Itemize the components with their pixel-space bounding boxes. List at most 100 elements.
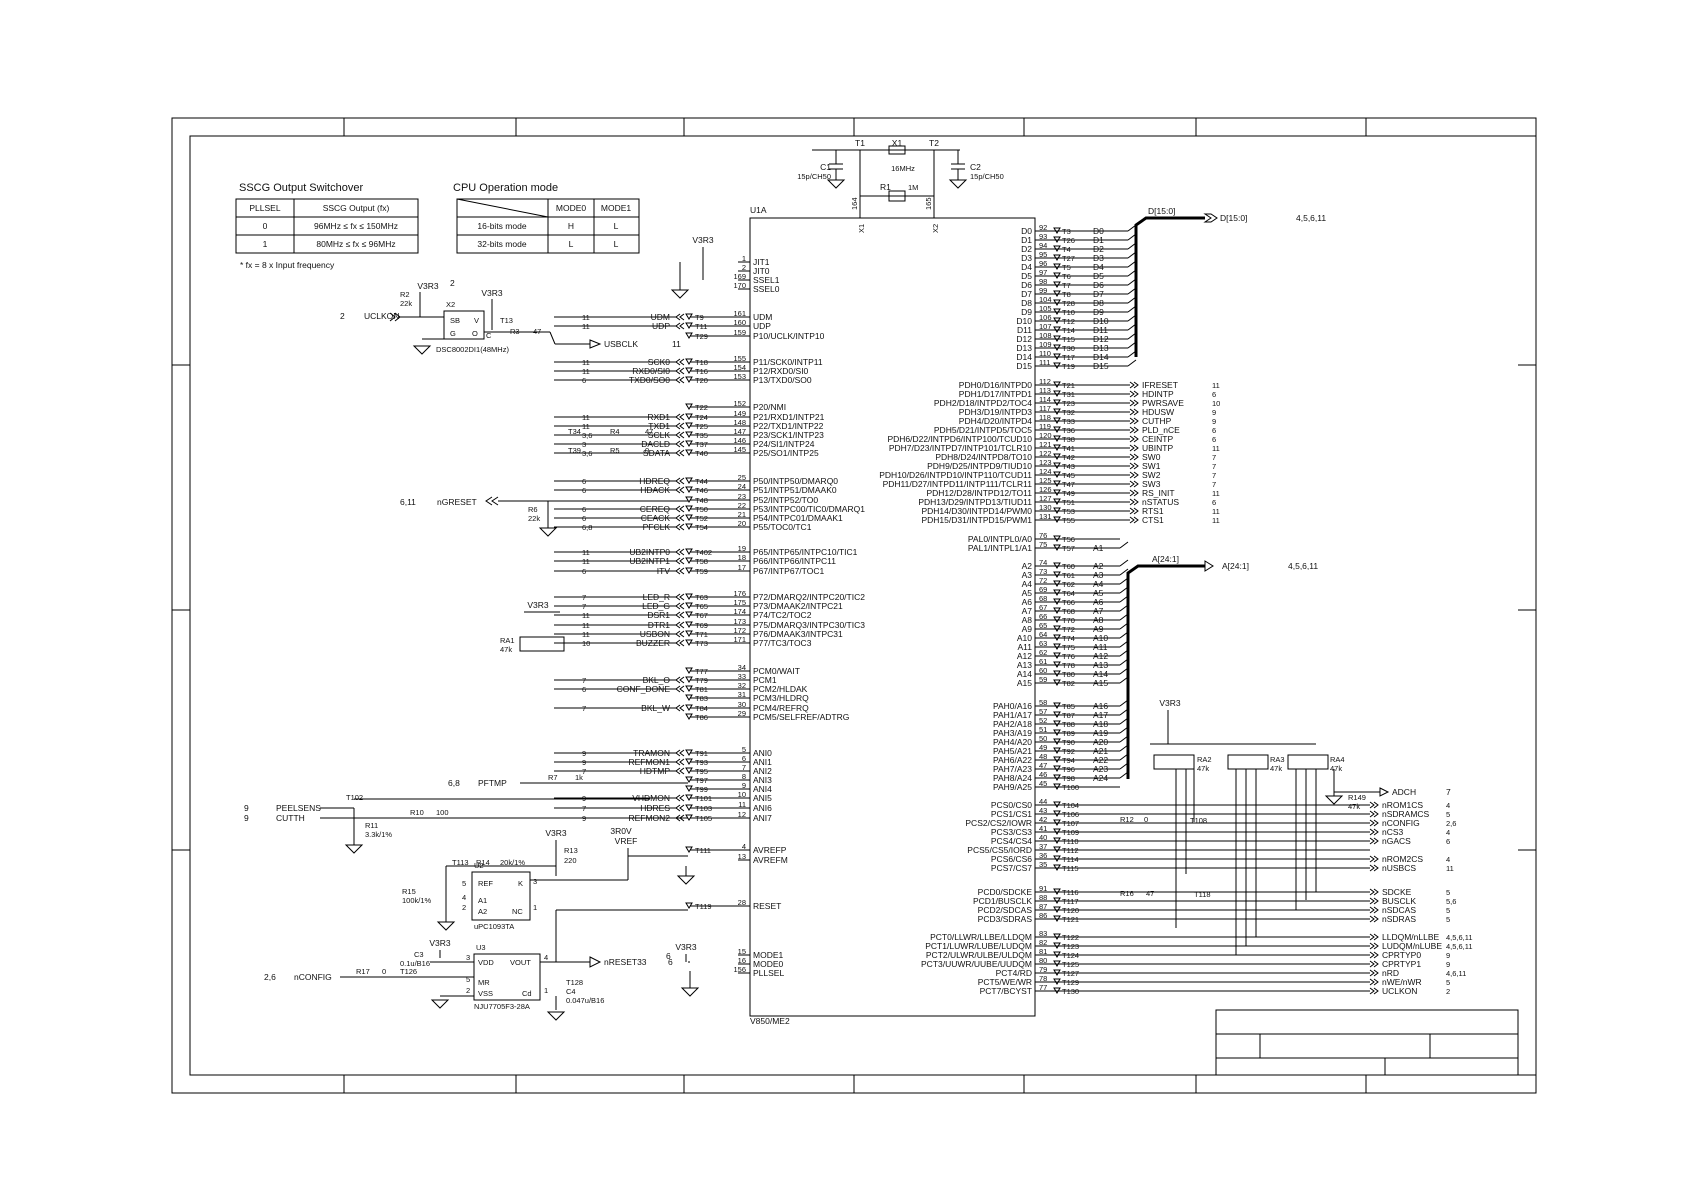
net-label: nWE/nWR (1382, 977, 1422, 987)
net-label: A19 (1093, 728, 1108, 738)
crystal-circuit: T1 T2 X1 16MHz C1 15p/CH50 C2 15p/CH50 R… (797, 138, 1004, 233)
testpoint-icon (1053, 864, 1061, 871)
testpoint-label: T5 (1062, 263, 1071, 272)
pin-number: 153 (733, 372, 746, 381)
nconfig-net: nCONFIG (294, 972, 332, 982)
r11-label: R11 (365, 821, 378, 830)
net-label: A17 (1093, 710, 1108, 720)
pin-name: RESET (753, 901, 781, 911)
pin-name: D8 (1021, 298, 1032, 308)
port-arrow-icon (1369, 951, 1379, 959)
testpoint-icon (685, 593, 693, 600)
pin-number: 50 (1039, 734, 1047, 743)
cpu-head-mode1: MODE1 (601, 203, 632, 213)
x2-o: O (472, 329, 478, 338)
port-arrow-icon (1129, 516, 1139, 524)
pin-name: PCS2/CS2/IOWR (965, 818, 1032, 828)
pin-number: 67 (1039, 603, 1047, 612)
peelsens-label: PEELSENS (276, 803, 321, 813)
sheet-ref: 11 (582, 422, 590, 431)
pin-name: D7 (1021, 289, 1032, 299)
sheet-ref: 6 (1212, 390, 1216, 399)
pin-name: PAH1/A17 (993, 710, 1032, 720)
testpoint-icon (1053, 480, 1061, 487)
x2-ref: X2 (446, 300, 455, 309)
testpoint-label: T61 (1062, 571, 1075, 580)
testpoint-label: T110 (1062, 837, 1079, 846)
testpoint-icon (1053, 245, 1061, 252)
testpoint-icon (1053, 589, 1061, 596)
sheet-ref: 6 (582, 477, 586, 486)
pin-number: 107 (1039, 322, 1052, 331)
pin-number: 91 (1039, 884, 1047, 893)
pin-number: 12 (738, 810, 746, 819)
usbclk-sheet: 11 (672, 339, 681, 349)
pin-name: PDH1/D17/INTPD1 (959, 389, 1032, 399)
port-arrow-icon (1129, 381, 1139, 389)
pin-name: ANI4 (753, 784, 772, 794)
pin-name: P52/INTP52/TO0 (753, 495, 818, 505)
testpoint-icon (685, 477, 693, 484)
testpoint-icon (685, 514, 693, 521)
u3-num-2: 2 (466, 986, 470, 995)
net-label: SW1 (1142, 461, 1161, 471)
net-label: CUTHP (1142, 416, 1172, 426)
pin-number: 120 (1039, 431, 1052, 440)
pin-number: 49 (1039, 743, 1047, 752)
pin-number: 122 (1039, 449, 1052, 458)
sheet-ref: 11 (1212, 516, 1220, 525)
testpoint-label: T82 (1062, 679, 1075, 688)
testpoint-icon (1053, 855, 1061, 862)
testpoint-label: T21 (1062, 381, 1075, 390)
net-label: D4 (1093, 262, 1104, 272)
port-arrow-icon (675, 322, 685, 330)
net-label: A8 (1093, 615, 1104, 625)
r6-label: R6 (528, 505, 538, 514)
r15-label: R15 (402, 887, 416, 896)
crystal-c1-value: 15p/CH50 (797, 172, 831, 181)
pin-number: 24 (738, 482, 746, 491)
net-label: HDTMP (640, 766, 671, 776)
testpoint-label: T50 (695, 505, 708, 514)
pin-name: P76/DMAAK3/INTPC31 (753, 629, 843, 639)
testpoint-icon (685, 713, 693, 720)
pin-number: 146 (733, 436, 746, 445)
pin-number: 72 (1039, 576, 1047, 585)
pin-name: PDH6/D22/INTPD6/INTP100/TCUD10 (887, 434, 1032, 444)
r14-label: R14 (476, 858, 490, 867)
pin-number: 176 (733, 589, 746, 598)
port-arrow-icon (675, 440, 685, 448)
sscg-row0-sel: 0 (263, 221, 268, 231)
pin-name: P51/INTP51/DMAAK0 (753, 485, 837, 495)
pin-name: PCT7/BCYST (980, 986, 1032, 996)
testpoint-label: T79 (695, 676, 708, 685)
ra1-network: V3R3 RA1 47k (500, 600, 565, 654)
testpoint-icon (685, 630, 693, 637)
testpoint-icon (1053, 408, 1061, 415)
testpoint-icon (1053, 711, 1061, 718)
pin-name: PAL0/INTPL0/A0 (968, 534, 1032, 544)
net-label: SDATA (643, 448, 670, 458)
pin-number: 16 (738, 956, 746, 965)
testpoint-label: T46 (695, 486, 708, 495)
pin-name: UDM (753, 312, 772, 322)
testpoint-icon (685, 557, 693, 564)
testpoint-icon (685, 486, 693, 493)
t13-label: T13 (500, 316, 513, 325)
pin-name: PAH4/A20 (993, 737, 1032, 747)
sheet-ref: 6 (1212, 426, 1216, 435)
sheet-ref: 10 (1212, 399, 1220, 408)
port-arrow-icon (675, 611, 685, 619)
testpoint-label: T15 (1062, 335, 1075, 344)
sheet-ref: 7 (582, 804, 586, 813)
crystal-x1: X1 (892, 138, 903, 148)
addr-bus-label: A[24:1] (1152, 554, 1179, 564)
sheet-ref: 11 (582, 621, 590, 630)
port-arrow-icon (675, 422, 685, 430)
sheet-ref: 7 (582, 593, 586, 602)
u3-mr: MR (478, 978, 490, 987)
testpoint-label: T127 (1062, 969, 1079, 978)
pin-number: 93 (1039, 232, 1047, 241)
net-label: A5 (1093, 588, 1104, 598)
